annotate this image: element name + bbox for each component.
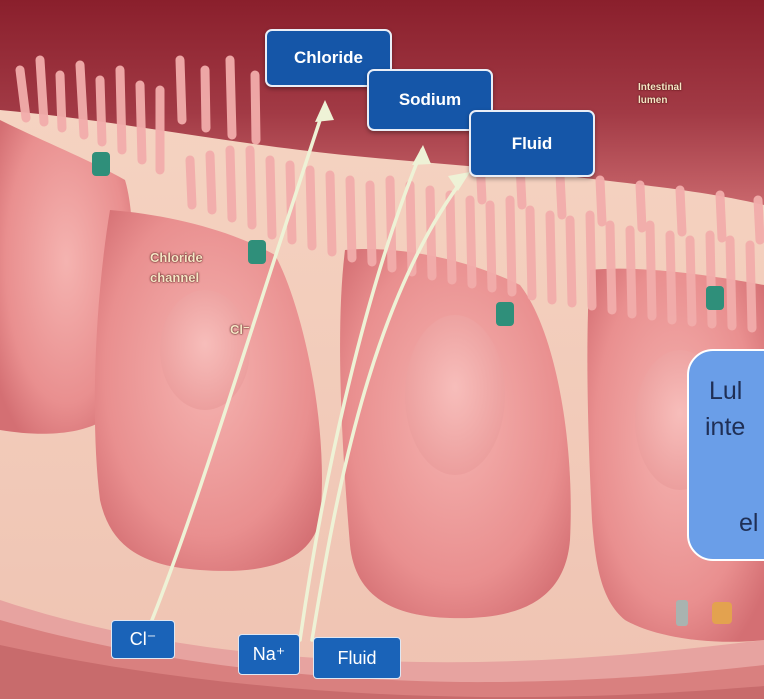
cl-ion-box: Cl⁻ xyxy=(111,620,175,659)
callout-line-2: inte xyxy=(705,413,745,442)
fluid-ion-box: Fluid xyxy=(313,637,401,679)
callout-line-3: el xyxy=(739,509,758,538)
fluid-label: Fluid xyxy=(469,110,595,177)
cl-arrow-label: Cl⁻ xyxy=(230,322,250,338)
callout-line-1: Lul xyxy=(709,377,742,406)
chloride-channel-label-line2: channel xyxy=(150,270,199,285)
callout-box: Lul inte el xyxy=(687,349,764,561)
intestinal-lumen-label-line1: Intestinal xyxy=(638,82,682,93)
chloride-channel-label-line1: Chloride xyxy=(150,250,203,265)
na-ion-box: Na⁺ xyxy=(238,634,300,675)
intestinal-lumen-label-line2: lumen xyxy=(638,95,667,106)
